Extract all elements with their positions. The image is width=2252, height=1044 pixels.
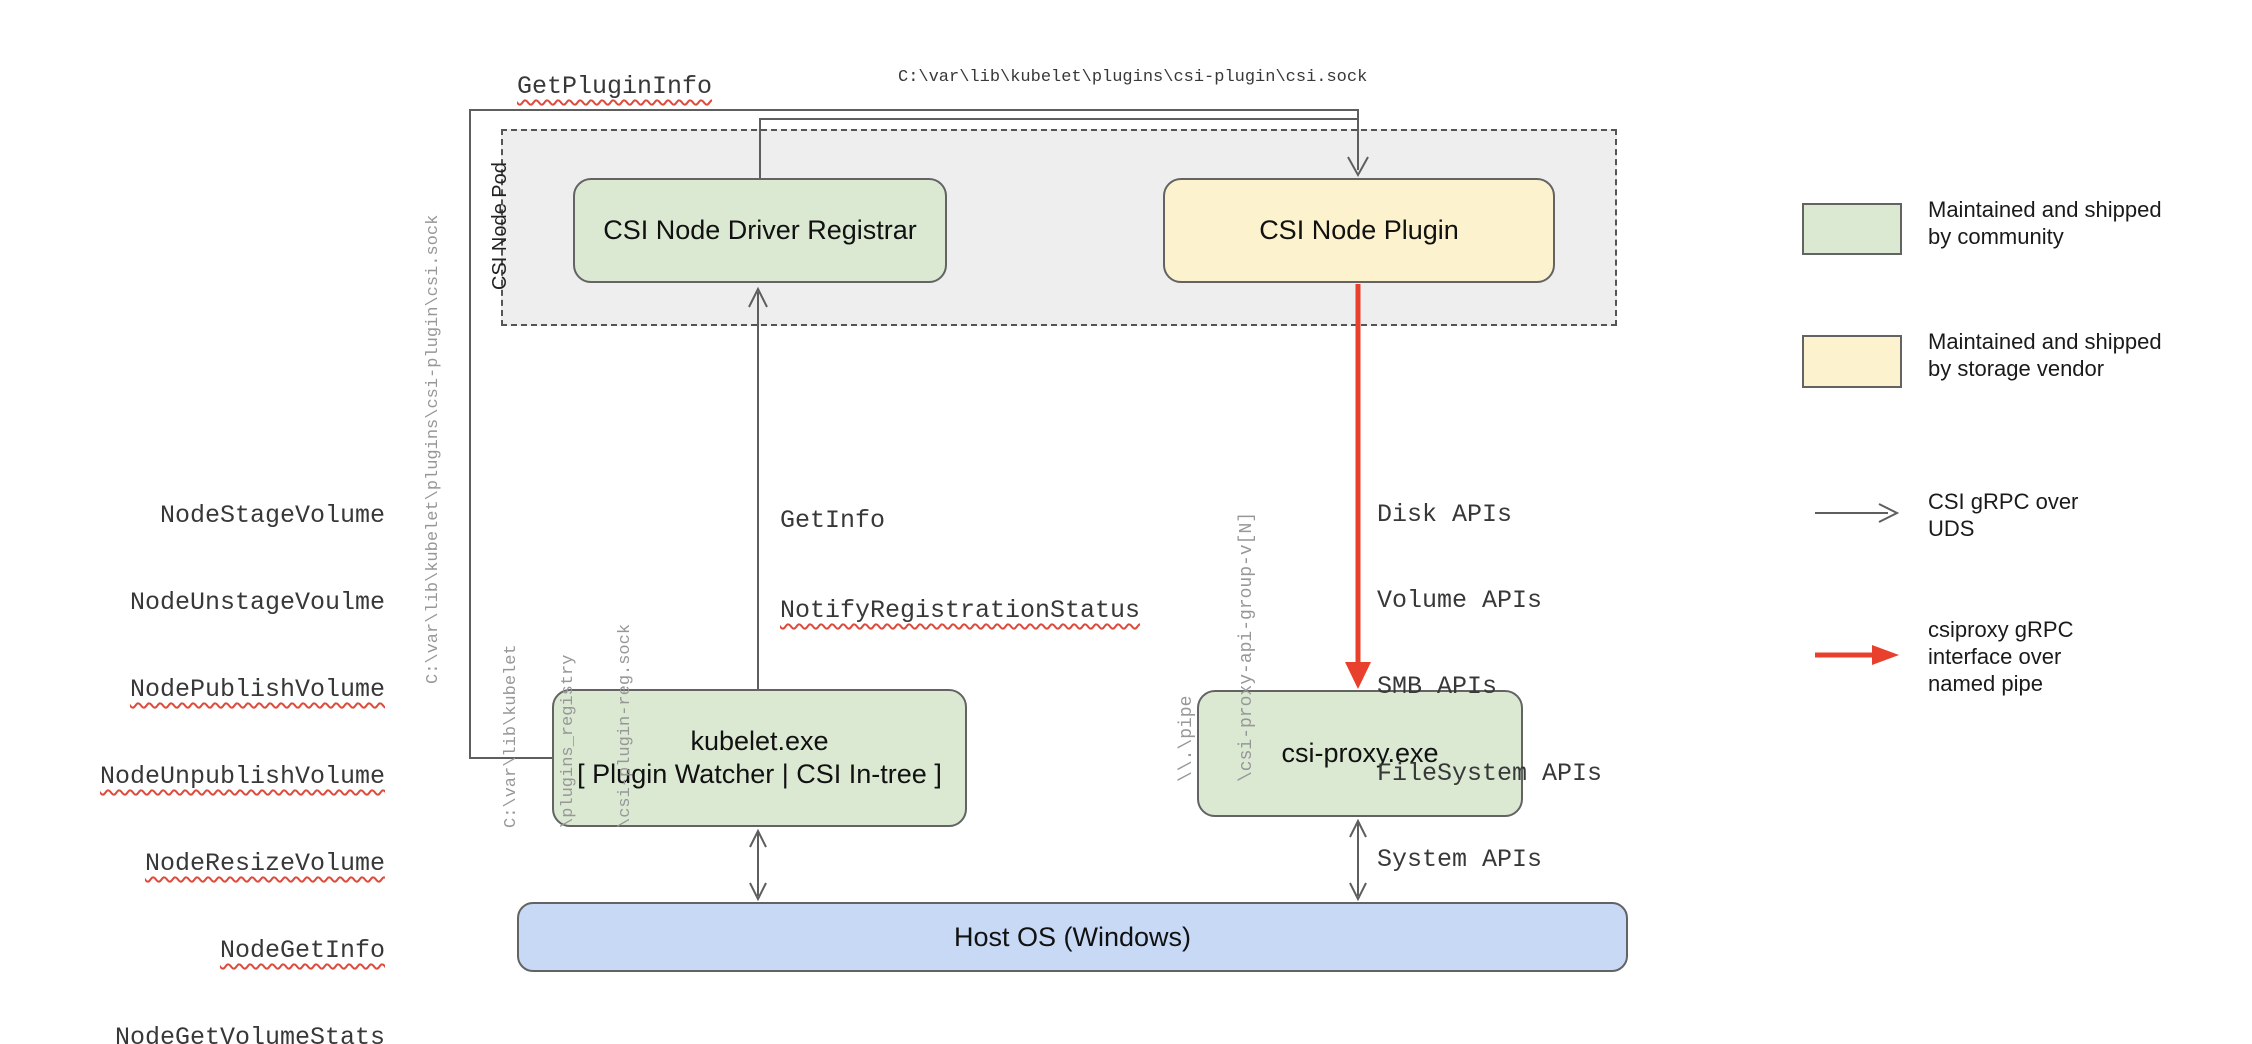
top-socket-path-label: C:\var\lib\kubelet\plugins\csi-plugin\cs… <box>898 68 1368 87</box>
legend-pipe-arrowhead-icon <box>1872 645 1899 665</box>
api-item: Volume APIs <box>1377 585 1543 615</box>
node-rpc-item: NodeResizeVolume <box>144 849 385 878</box>
csiproxy-hostos-down-arrowhead-icon <box>1349 882 1367 902</box>
kubelet-subtitle: [ Plugin Watcher | CSI In-tree ] <box>577 759 942 789</box>
csiproxy-hostos-up-arrowhead-icon <box>1349 818 1367 838</box>
api-item: SMB APIs <box>1377 672 1498 702</box>
registry-path-line: C:\var\lib\kubelet <box>502 644 521 828</box>
get-plugin-info-label: GetPluginInfo <box>517 72 713 101</box>
csi-node-driver-registrar-box: CSI Node Driver Registrar <box>573 178 947 283</box>
csi-node-pod-label: CSI Node Pod <box>489 162 511 290</box>
pipe-path-line: \\.\pipe <box>1177 695 1197 782</box>
registry-path-line: \plugins_registry <box>559 654 578 828</box>
host-os-box: Host OS (Windows) <box>517 902 1628 972</box>
kubelet-hostos-down-arrowhead-icon <box>749 882 767 902</box>
legend-uds-arrowhead-icon <box>1878 503 1900 523</box>
node-rpc-list: NodeStageVolume NodeUnstageVoulme NodePu… <box>85 443 385 1044</box>
node-rpc-item: NodeGetInfo <box>219 936 385 965</box>
named-pipe-path-label: \\.\pipe \csi-proxy-api-group-v[N] <box>1137 512 1297 782</box>
node-rpc-item: NodeStageVolume <box>159 501 385 530</box>
api-item: System APIs <box>1377 845 1543 875</box>
left-socket-path-label: C:\var\lib\kubelet\plugins\csi-plugin\cs… <box>424 214 443 684</box>
node-rpc-item: NodePublishVolume <box>129 675 385 704</box>
legend-vendor-swatch <box>1802 335 1902 388</box>
node-rpc-item: NodeGetVolumeStats <box>114 1023 385 1044</box>
node-rpc-item: NodeUnpublishVolume <box>99 762 385 791</box>
legend-pipe-label: csiproxy gRPC interface over named pipe <box>1928 617 2074 696</box>
legend-community-label: Maintained and shipped by community <box>1928 197 2162 249</box>
csi-node-plugin-label: CSI Node Plugin <box>1259 215 1459 245</box>
legend-uds-label: CSI gRPC over UDS <box>1928 489 2079 541</box>
legend-vendor-label: Maintained and shipped by storage vendor <box>1928 329 2162 381</box>
red-arrowhead-into-csiproxy-icon <box>1345 662 1371 689</box>
registry-path-line: \csi-plugin-reg.sock <box>616 623 635 828</box>
registry-socket-path-label: C:\var\lib\kubelet \plugins_registry \cs… <box>464 624 673 828</box>
get-info-label: GetInfo <box>780 506 886 535</box>
notify-registration-status-label: NotifyRegistrationStatus <box>780 596 1141 625</box>
api-item: FileSystem APIs <box>1377 758 1603 788</box>
pipe-path-line: \csi-proxy-api-group-v[N] <box>1237 511 1257 782</box>
node-rpc-item: NodeUnstageVoulme <box>129 588 385 617</box>
csi-node-driver-registrar-label: CSI Node Driver Registrar <box>603 215 917 245</box>
csi-node-plugin-box: CSI Node Plugin <box>1163 178 1555 283</box>
api-item: Disk APIs <box>1377 499 1513 529</box>
legend-community-swatch <box>1802 203 1902 255</box>
host-os-label: Host OS (Windows) <box>953 921 1192 952</box>
kubelet-hostos-up-arrowhead-icon <box>749 828 767 848</box>
registration-rpc-list: GetInfo NotifyRegistrationStatus <box>780 446 1140 686</box>
csi-proxy-api-list: Disk APIs Volume APIs SMB APIs FileSyste… <box>1377 443 1602 933</box>
